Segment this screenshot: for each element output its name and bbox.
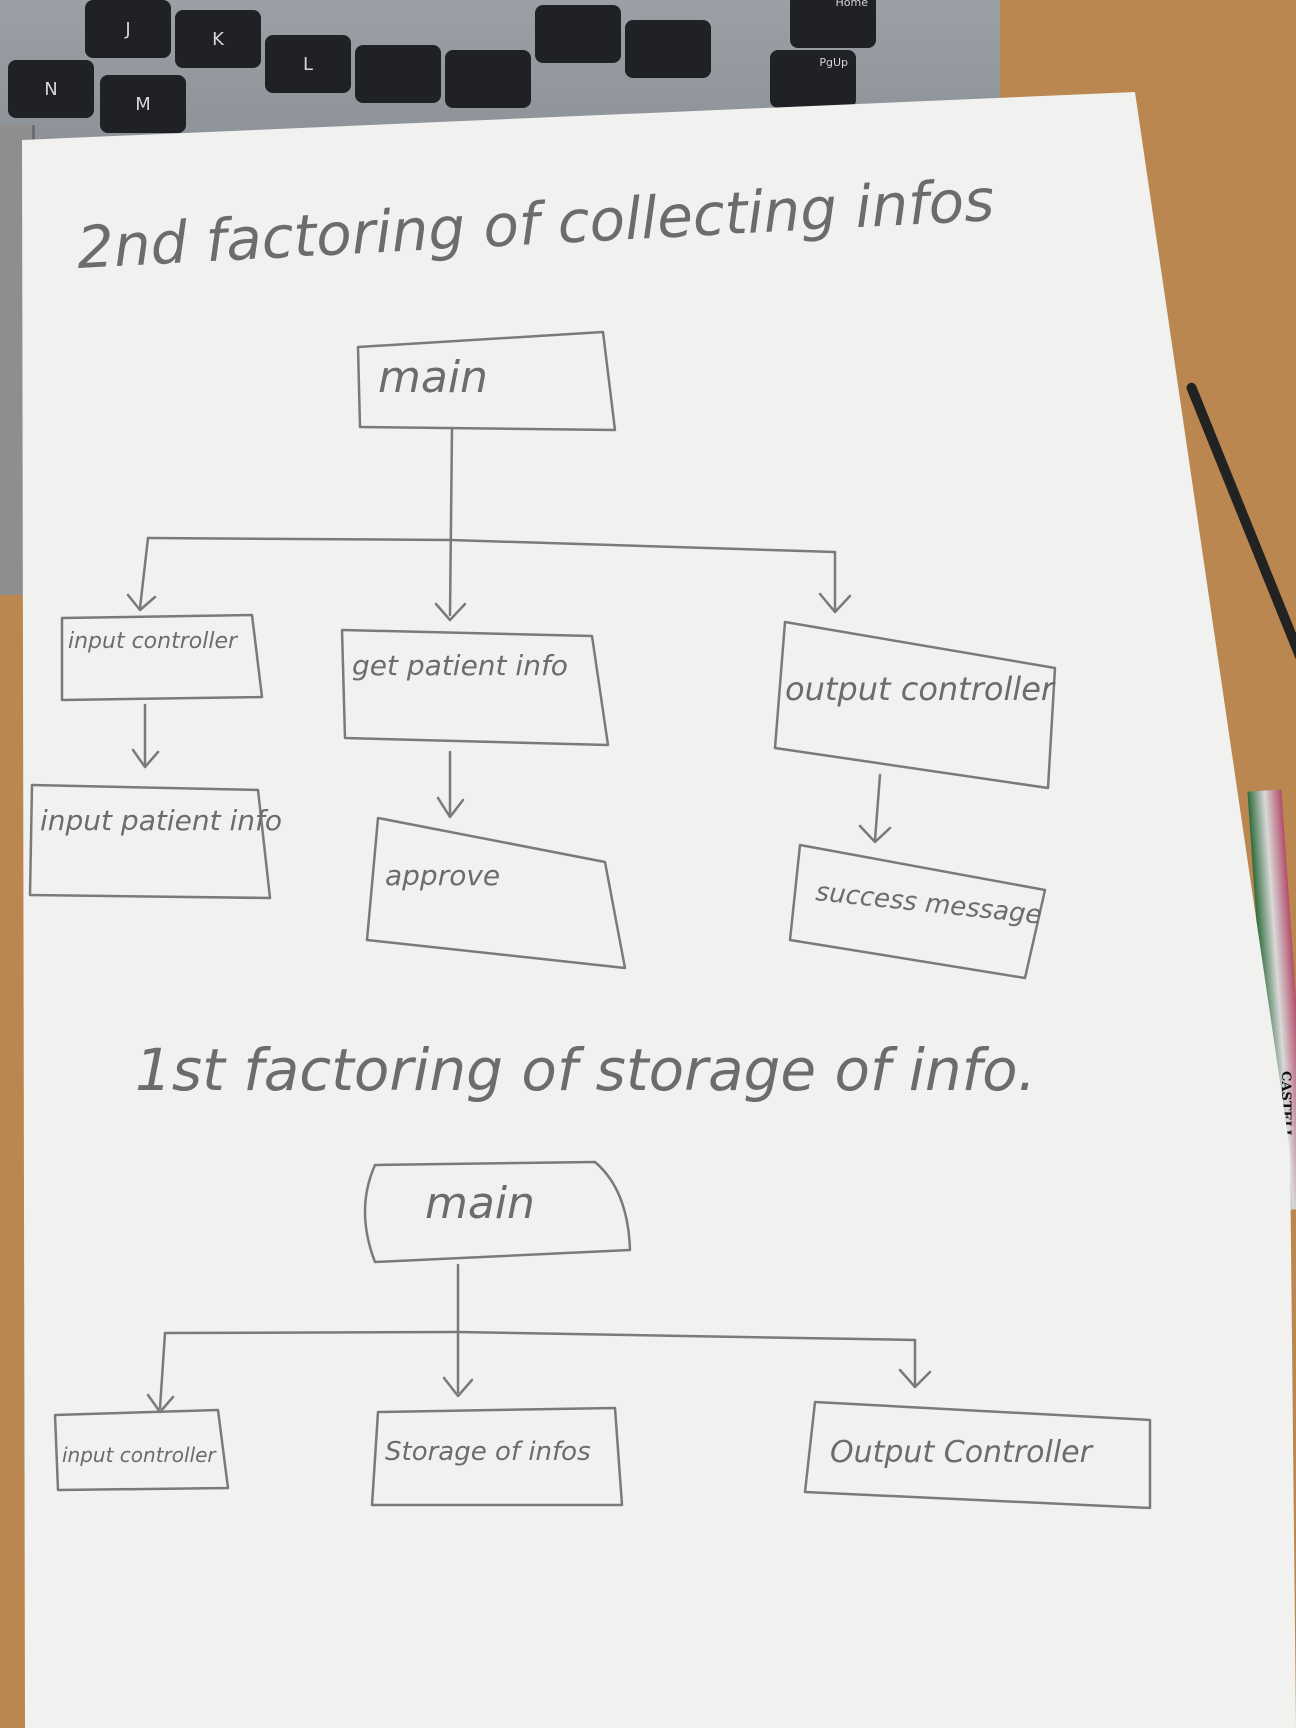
bottom-left-drop	[158, 1331, 167, 1410]
top-diagram-lines	[28, 330, 1057, 980]
key-k: K	[175, 10, 261, 68]
key-label: Home	[835, 0, 868, 9]
bottom-middle-arrowhead	[442, 1376, 474, 1398]
key-label: J	[125, 18, 131, 40]
top-right-child-arrowhead	[858, 824, 892, 844]
top-right-arrowhead	[818, 592, 852, 614]
bottom-branch-bar	[163, 1330, 917, 1342]
top-node-2-label: get patient info	[352, 649, 568, 682]
key-semicolon	[355, 45, 441, 103]
key-l: L	[265, 35, 351, 93]
key-label: M	[135, 93, 151, 115]
key-bracket	[535, 5, 621, 63]
key-m: M	[100, 75, 186, 133]
key-quote	[445, 50, 531, 108]
bottom-diagram-title: 1st factoring of storage of info.	[135, 1036, 1036, 1104]
key-backslash	[625, 20, 711, 78]
top-node-1-child-label: input patient info	[40, 804, 282, 837]
top-input-patient-info-box	[28, 783, 272, 900]
top-main-box	[356, 330, 617, 432]
top-get-patient-info-box	[340, 628, 610, 747]
key-j: J	[85, 0, 171, 58]
top-node-2-child-label: approve	[385, 859, 500, 892]
paper-shape	[22, 92, 1296, 1728]
top-node-3-label: output controller	[785, 670, 1056, 708]
bottom-storage-box	[370, 1406, 624, 1507]
top-left-drop	[138, 536, 150, 610]
key-n: N	[8, 60, 94, 118]
top-trunk-line	[448, 426, 454, 617]
top-middle-child-arrowhead	[436, 796, 465, 819]
key-label: L	[302, 53, 314, 75]
bottom-right-arrowhead	[898, 1368, 932, 1389]
bottom-diagram-lines	[53, 1160, 1152, 1510]
top-right-child-arrow	[873, 773, 882, 842]
bottom-input-controller-box	[53, 1408, 230, 1492]
top-node-1-label: input controller	[68, 629, 239, 654]
top-branch-bar	[146, 536, 837, 554]
top-middle-arrowhead	[434, 602, 467, 622]
key-label: N	[44, 78, 58, 100]
bottom-node-2-label: Storage of infos	[385, 1437, 591, 1467]
top-left-arrowhead	[126, 593, 157, 612]
bottom-root-label: main	[425, 1178, 535, 1229]
bottom-main-box	[363, 1160, 632, 1264]
top-output-controller-box	[773, 620, 1057, 790]
key-label: K	[212, 28, 224, 50]
top-left-child-arrowhead	[131, 748, 160, 769]
top-input-controller-box	[60, 613, 264, 702]
top-success-message-box	[788, 843, 1047, 980]
key-home: Home	[790, 0, 876, 48]
key-pgup: PgUp	[770, 50, 856, 108]
bottom-node-1-label: input controller	[62, 1443, 217, 1467]
bottom-output-controller-box	[803, 1400, 1152, 1510]
bottom-node-3-label: Output Controller	[830, 1435, 1094, 1470]
top-approve-box	[365, 816, 627, 970]
key-label: PgUp	[819, 56, 848, 69]
top-root-label: main	[378, 352, 488, 403]
